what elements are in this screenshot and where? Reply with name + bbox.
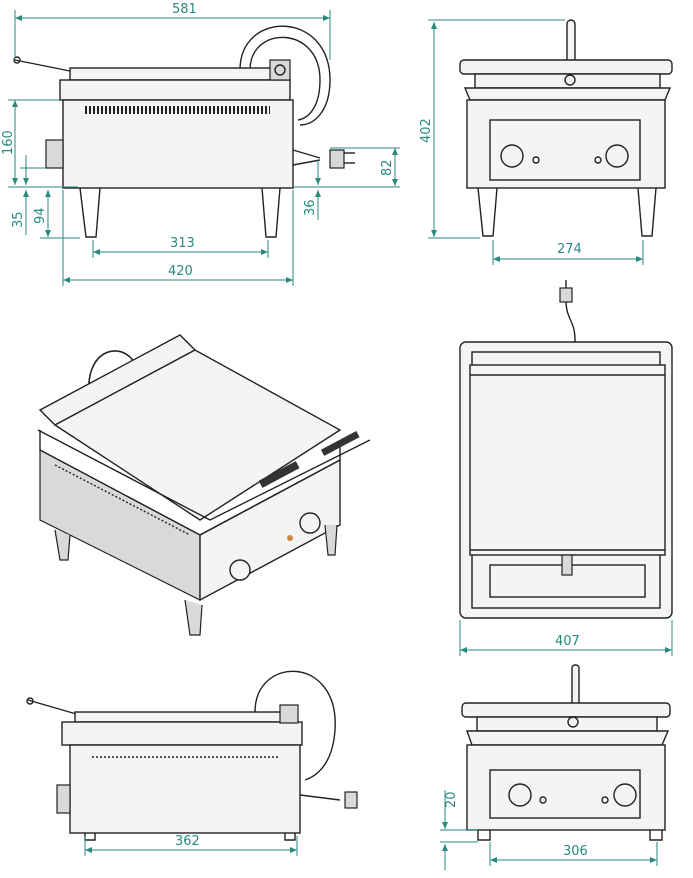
- knob-left: [500, 144, 524, 168]
- dim-160: 160: [1, 130, 16, 155]
- front-view-dimensions: 402 274: [419, 19, 644, 265]
- body-small: [69, 744, 301, 834]
- dim-35: 35: [11, 211, 26, 228]
- dim-36: 36: [303, 199, 318, 216]
- dim-420: 420: [168, 264, 193, 279]
- isometric-view: [37, 334, 371, 636]
- front-body: [466, 99, 666, 189]
- front-view: [459, 19, 673, 237]
- dim-581: 581: [172, 2, 197, 17]
- dim-306: 306: [563, 844, 588, 859]
- side-view-small: [26, 670, 358, 841]
- dim-82: 82: [380, 159, 395, 176]
- top-view: [459, 280, 673, 619]
- dim-402: 402: [419, 118, 434, 143]
- front-view-small: [461, 664, 671, 841]
- dim-274: 274: [557, 242, 582, 257]
- dim-20: 20: [444, 791, 459, 808]
- knob-right: [605, 144, 629, 168]
- side-view-dimensions: 581 160 35 94 36 82 313 420: [1, 2, 400, 286]
- dim-407: 407: [555, 634, 580, 649]
- dim-313: 313: [170, 236, 195, 251]
- side-view-small-dimensions: 362: [84, 834, 298, 856]
- dim-362: 362: [175, 834, 200, 849]
- top-plate: [53, 349, 342, 521]
- side-view: [13, 25, 355, 238]
- front-view-small-dimensions: 20 306: [440, 790, 658, 870]
- top-view-dimensions: 407: [459, 620, 673, 656]
- dim-94: 94: [33, 207, 48, 224]
- arc-handle: [239, 25, 331, 126]
